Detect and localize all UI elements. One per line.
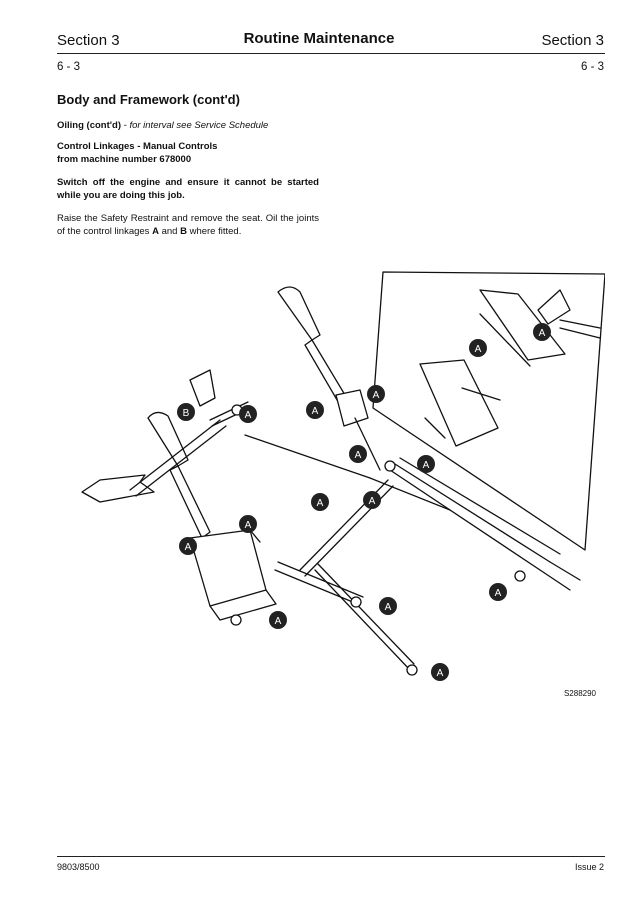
instruction-post: where fitted.	[186, 226, 242, 237]
callout-a: A	[239, 405, 257, 423]
callout-a-text: A	[369, 496, 376, 507]
callout-a: A	[311, 493, 329, 511]
page-title: Routine Maintenance	[243, 30, 395, 47]
callout-a: A	[431, 663, 449, 681]
callout-a-text: A	[355, 450, 362, 461]
control-linkages-heading: Control Linkages - Manual Controls from …	[57, 140, 319, 166]
callout-a: A	[379, 597, 397, 615]
callout-a: A	[239, 515, 257, 533]
instruction-b: B	[180, 226, 187, 237]
callout-a-text: A	[185, 542, 192, 553]
callout-a-text: A	[437, 668, 444, 679]
instruction-pre: Raise the Safety Restraint and remove th…	[57, 213, 319, 237]
callout-a-text: A	[275, 616, 282, 627]
callout-labels: B A A A A A A A A A A A A A A A	[177, 323, 551, 681]
callout-a: A	[363, 491, 381, 509]
callout-a-text: A	[423, 460, 430, 471]
control-heading-line1: Control Linkages - Manual Controls	[57, 141, 218, 152]
control-linkage-illustration: B A A A A A A A A A A A A A A A	[81, 271, 605, 681]
callout-a: A	[349, 445, 367, 463]
instruction-a: A	[152, 226, 159, 237]
callout-a: A	[417, 455, 435, 473]
page-number-left: 6 - 3	[57, 61, 81, 73]
control-heading-line2: from machine number 678000	[57, 154, 192, 165]
callout-a-text: A	[245, 520, 252, 531]
footer-document-number: 9803/8500	[57, 862, 100, 872]
section-label-left: Section 3	[57, 32, 120, 49]
footer-rule	[57, 856, 605, 857]
callout-b-text: B	[183, 408, 190, 419]
footer-issue: Issue 2	[574, 862, 604, 872]
callout-a: A	[533, 323, 551, 341]
callout-a: A	[367, 385, 385, 403]
callout-a: A	[179, 537, 197, 555]
callout-a-text: A	[475, 344, 482, 355]
oiling-line: Oiling (cont'd) - for interval see Servi…	[57, 119, 319, 132]
instruction-mid: and	[158, 226, 181, 237]
callout-a: A	[489, 583, 507, 601]
callout-a-text: A	[385, 602, 392, 613]
callout-a: A	[469, 339, 487, 357]
section-heading: Body and Framework (cont'd)	[57, 92, 240, 107]
oiling-bold: Oiling (cont'd)	[57, 120, 121, 131]
callout-a: A	[306, 401, 324, 419]
header-rule	[57, 53, 605, 54]
callout-a-text: A	[373, 390, 380, 401]
callout-b: B	[177, 403, 195, 421]
callout-a-text: A	[539, 328, 546, 339]
callout-a-text: A	[495, 588, 502, 599]
oiling-italic: - for interval see Service Schedule	[121, 120, 269, 131]
callout-a-text: A	[317, 498, 324, 509]
page-number-right: 6 - 3	[580, 61, 604, 73]
section-label-right: Section 3	[541, 32, 604, 49]
figure-reference: S288290	[563, 689, 596, 698]
callout-a-text: A	[245, 410, 252, 421]
warning-text: Switch off the engine and ensure it cann…	[57, 177, 319, 201]
instruction-text: Raise the Safety Restraint and remove th…	[57, 212, 319, 238]
callout-a: A	[269, 611, 287, 629]
callout-a-text: A	[312, 406, 319, 417]
